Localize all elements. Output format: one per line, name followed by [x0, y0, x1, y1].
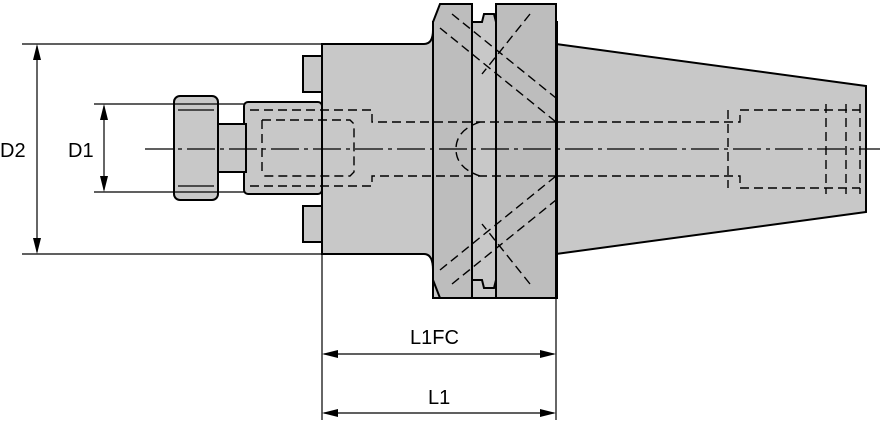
l1-label: L1 [428, 387, 450, 409]
l1-arrow-right [540, 409, 556, 417]
left-flange [432, 3, 473, 299]
dimension-d2: D2 [0, 43, 322, 255]
screw-shank [243, 101, 323, 195]
right-flange [495, 3, 557, 299]
d2-arrow-top [33, 44, 41, 60]
diagonal-channel [481, 13, 531, 75]
diagonal-channel [439, 175, 557, 271]
thread-outline [262, 119, 355, 177]
l1fc-label: L1FC [410, 327, 459, 349]
tool-holder-body [173, 3, 867, 299]
screw-head [173, 95, 219, 201]
d1-label: D1 [68, 140, 94, 162]
diagonal-channel [439, 27, 557, 123]
d2-label-bg [0, 136, 34, 162]
bore-top [250, 109, 556, 123]
drive-key-top [302, 55, 323, 93]
drive-key-bottom [302, 205, 323, 243]
d1-arrow-top [100, 104, 108, 120]
diagonal-channel [481, 223, 531, 285]
v-groove [471, 13, 497, 289]
l1-arrow-left [322, 409, 338, 417]
cross-hole [455, 121, 481, 177]
d2-label: D2 [0, 140, 26, 162]
d2-arrow-bottom [33, 238, 41, 254]
diagonal-channel [451, 199, 557, 285]
l1fc-arrow-right [540, 350, 556, 358]
screw-neck [215, 123, 247, 173]
dimension-d1: D1 [68, 103, 244, 193]
bore-bottom [250, 175, 556, 187]
rear-bore-top [556, 109, 860, 123]
l1fc-arrow-left [322, 350, 338, 358]
d1-arrow-bottom [100, 176, 108, 192]
front-body [321, 29, 434, 271]
dimension-length: L1FC L1 [321, 254, 557, 420]
rear-bore-bottom [556, 175, 860, 189]
diagonal-channel [451, 13, 557, 99]
